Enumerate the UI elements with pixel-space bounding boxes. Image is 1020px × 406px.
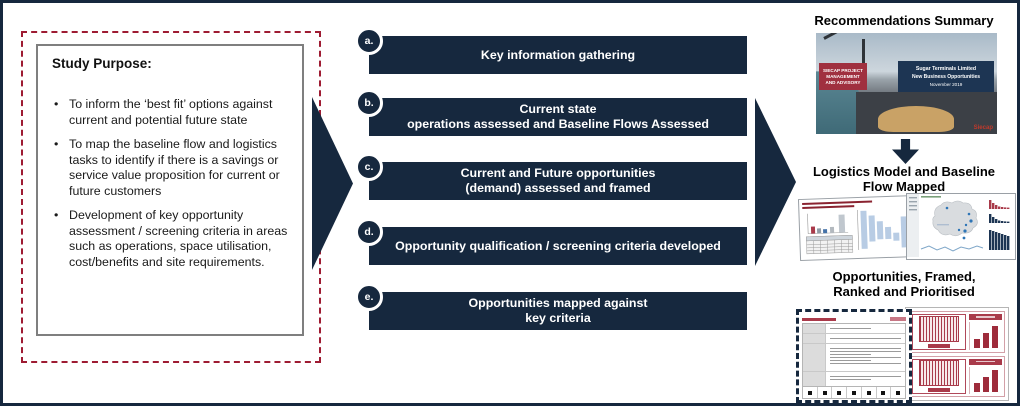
hatched-detail-box <box>912 314 966 350</box>
hatch-pattern <box>919 315 959 342</box>
doc-icon-cell <box>832 387 848 398</box>
flow-arrow-right-1 <box>312 97 353 270</box>
bullet-text: Development of key opportunity assessmen… <box>69 208 288 269</box>
doc-row <box>803 372 905 386</box>
slide-side-box: SIECAP PROJECT MANAGEMENT AND ADVISORY <box>819 63 867 90</box>
bullet-text: To inform the ‘best fit’ options against… <box>69 97 273 127</box>
mini-bar-chart-panel <box>969 314 1002 350</box>
doc-icon-cell <box>818 387 833 398</box>
doc-icon-cell <box>862 387 877 398</box>
chart-header-placeholder <box>969 314 1002 320</box>
doc-icon-cell <box>877 387 892 398</box>
hatch-pattern <box>919 360 959 387</box>
doc-header <box>802 315 906 323</box>
doc-row-label <box>803 372 826 386</box>
heading-line: Ranked and Prioritised <box>833 284 975 299</box>
opportunity-framing-document-thumbnail <box>796 309 912 403</box>
step-text: (demand) assessed and framed <box>465 181 651 195</box>
step-badge-d: d. <box>355 218 383 246</box>
spreadsheet-mini-graphic <box>802 200 908 255</box>
dashboard-mini-graphic <box>907 194 1010 257</box>
slide-title-box: Sugar Terminals Limited New Business Opp… <box>898 61 994 92</box>
step-bar-d: Opportunity qualification / screening cr… <box>369 227 747 265</box>
heading-line: Flow Mapped <box>862 179 946 194</box>
doc-logo-placeholder <box>890 317 906 321</box>
recommendations-heading: Recommendations Summary <box>814 13 994 28</box>
doc-row-label <box>803 324 826 333</box>
doc-title-placeholder <box>802 317 836 321</box>
doc-row-cell <box>826 334 905 343</box>
step-text: Key information gathering <box>480 47 636 62</box>
process-step-b: b. Current state operations assessed and… <box>355 89 747 136</box>
study-purpose-list: To inform the ‘best fit’ options against… <box>52 97 290 270</box>
step-bar-c: Current and Future opportunities (demand… <box>369 162 747 200</box>
doc-row-label <box>803 334 826 343</box>
step-badge-c: c. <box>355 153 383 181</box>
ascending-bars <box>969 322 1002 350</box>
ascending-bars <box>969 366 1002 394</box>
step-text: Opportunities mapped against <box>468 296 648 310</box>
heading-line: Opportunities, Framed, <box>832 269 976 284</box>
recommendations-slide-thumbnail: SIECAP PROJECT MANAGEMENT AND ADVISORY S… <box>816 33 997 134</box>
flow-arrow-right-2 <box>755 98 796 266</box>
doc-icon-cell <box>847 387 862 398</box>
doc-row-cell <box>826 372 905 386</box>
opportunities-heading: Opportunities, Framed, Ranked and Priori… <box>795 269 1013 299</box>
doc-icon-strip <box>802 387 906 399</box>
logistics-dashboard-thumbnail <box>906 193 1016 260</box>
slide-title: Sugar Terminals Limited <box>915 66 977 72</box>
grain-pile-shape <box>877 105 954 132</box>
process-step-a: a. Key information gathering <box>355 27 747 74</box>
step-text: key criteria <box>525 311 591 325</box>
step-text: Current state <box>519 102 597 116</box>
step-text: Current and Future opportunities <box>460 166 656 180</box>
doc-icon-cell <box>803 387 818 398</box>
doc-row-cell <box>826 324 905 333</box>
opportunity-panel-row <box>909 311 1005 353</box>
bullet-text: To map the baseline flow and logistics t… <box>69 137 280 198</box>
panel-label-placeholder <box>928 388 950 393</box>
step-badge-b: b. <box>355 89 383 117</box>
doc-row <box>803 324 905 334</box>
doc-row-label <box>803 344 826 371</box>
ranked-opportunities-thumbnail <box>905 307 1009 401</box>
step-badge-e: e. <box>355 283 383 311</box>
doc-row <box>803 344 905 372</box>
mini-bar-chart-panel <box>969 358 1002 394</box>
step-badge-a: a. <box>355 27 383 55</box>
step-bar-e: Opportunities mapped against key criteri… <box>369 292 747 330</box>
doc-row-cell <box>826 344 905 371</box>
baseline-model-spreadsheet-thumbnail <box>797 194 920 262</box>
down-arrow-icon <box>892 139 919 164</box>
process-step-d: d. Opportunity qualification / screening… <box>355 218 747 265</box>
panel-label-placeholder <box>928 343 950 348</box>
hatched-detail-box <box>912 358 966 394</box>
process-step-c: c. Current and Future opportunities (dem… <box>355 153 747 200</box>
opportunity-panel-row <box>909 355 1005 397</box>
study-bullet: To map the baseline flow and logistics t… <box>52 137 290 199</box>
doc-row <box>803 334 905 344</box>
study-bullet: Development of key opportunity assessmen… <box>52 208 290 270</box>
step-text: operations assessed and Baseline Flows A… <box>407 117 709 131</box>
study-purpose-box: Study Purpose: To inform the ‘best fit’ … <box>36 44 304 336</box>
process-step-e: e. Opportunities mapped against key crit… <box>355 283 747 330</box>
step-bar-b: Current state operations assessed and Ba… <box>369 98 747 136</box>
crane-mast-shape <box>862 39 865 73</box>
chart-header-placeholder <box>969 358 1002 365</box>
doc-table <box>802 323 906 387</box>
slide-date: November 2019 <box>929 82 963 87</box>
step-text: Opportunity qualification / screening cr… <box>395 238 721 253</box>
study-bullet: To inform the ‘best fit’ options against… <box>52 97 290 128</box>
logistics-heading: Logistics Model and Baseline Flow Mapped <box>795 164 1013 194</box>
slide-logo-watermark: Siecap <box>973 125 993 131</box>
heading-line: Logistics Model and Baseline <box>812 164 996 179</box>
slide-subtitle: New Business Opportunities <box>911 74 981 80</box>
study-purpose-title: Study Purpose: <box>52 56 152 71</box>
doc-icon-cell <box>891 387 905 398</box>
step-bar-a: Key information gathering <box>369 36 747 74</box>
